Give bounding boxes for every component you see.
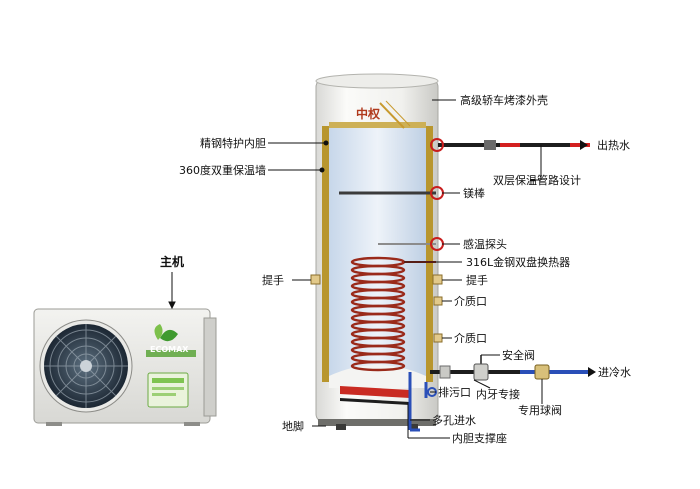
insulation-wall-left: [322, 126, 329, 382]
label-outer-shell: 高级轿车烤漆外壳: [460, 94, 548, 107]
water-tank: 中权: [311, 74, 442, 430]
label-temp-probe: 感温探头: [463, 238, 507, 251]
outdoor-unit: [34, 309, 216, 426]
label-pipe-insulation: 双层保温管路设计: [493, 174, 581, 187]
label-inner-connector: 内牙专接: [476, 388, 520, 401]
label-inner-tank: 精钢特护内胆: [182, 137, 266, 150]
label-cold-water-in: 进冷水: [598, 366, 631, 379]
unit-logo: ECOMAX: [150, 343, 188, 356]
label-dedicated-valve: 专用球阀: [518, 404, 562, 417]
safety-valve-icon: [474, 364, 488, 380]
label-host: 主机: [160, 256, 184, 269]
hot-water-pipe: [431, 139, 590, 151]
label-feet: 地脚: [282, 420, 304, 433]
label-heat-exchanger: 316L金钢双盘换热器: [466, 256, 570, 269]
label-medium-port-2: 介质口: [454, 332, 487, 345]
ball-valve-icon: [535, 365, 549, 379]
handle-left: [311, 275, 320, 284]
label-drain-port: 排污口: [438, 386, 471, 399]
heat-exchanger-coil: [352, 258, 404, 370]
label-magnesium-rod: 镁棒: [463, 187, 485, 200]
label-insulation: 360度双重保温墙: [166, 164, 266, 177]
label-multi-hole-inlet: 多孔进水: [432, 414, 476, 427]
medium-port-1-icon: [434, 297, 442, 305]
label-handle-left: 提手: [262, 274, 284, 287]
label-safety-valve: 安全阀: [502, 349, 535, 362]
medium-port-2-icon: [434, 334, 442, 342]
label-medium-port-1: 介质口: [454, 295, 487, 308]
label-handle-right: 提手: [466, 274, 488, 287]
tank-logo: 中权: [356, 106, 381, 121]
handle-right: [433, 275, 442, 284]
label-inner-support: 内胆支撑座: [452, 432, 507, 445]
insulation-wall-right: [426, 126, 433, 382]
label-hot-water-out: 出热水: [597, 139, 630, 152]
